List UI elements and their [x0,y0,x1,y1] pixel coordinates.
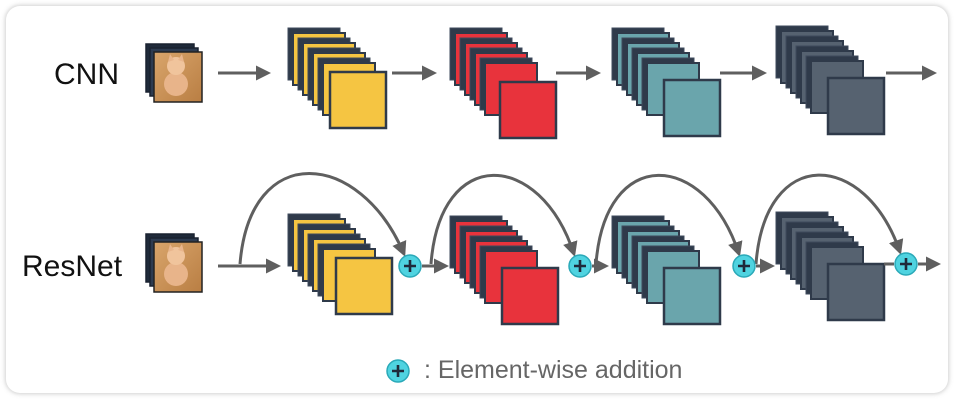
skip-connection-1 [238,172,407,265]
add-circle-2 [568,254,592,278]
cnn-row [145,25,937,140]
cnn-block-yellow [287,27,388,130]
resnet-label: ResNet [22,250,123,283]
cnn-label: CNN [54,58,119,91]
cnn-block-red [449,27,558,140]
cnn-block-teal [611,27,722,138]
resnet-block-teal [611,215,722,326]
resnet-row [145,172,941,326]
resnet-block-red [449,215,560,326]
legend-add-icon [386,359,410,383]
add-circle-3 [732,254,756,278]
cnn-input-image [145,43,203,103]
legend-label: : Element-wise addition [424,356,683,384]
cnn-block-slate [775,25,886,136]
skip-connection-2 [429,174,578,265]
skip-connection-4 [754,173,904,265]
resnet-input-image [145,233,203,293]
skip-connection-3 [594,174,743,265]
resnet-block-yellow [287,213,394,316]
add-circle-1 [398,254,422,278]
add-circle-4 [894,252,918,276]
resnet-block-slate [775,211,886,322]
